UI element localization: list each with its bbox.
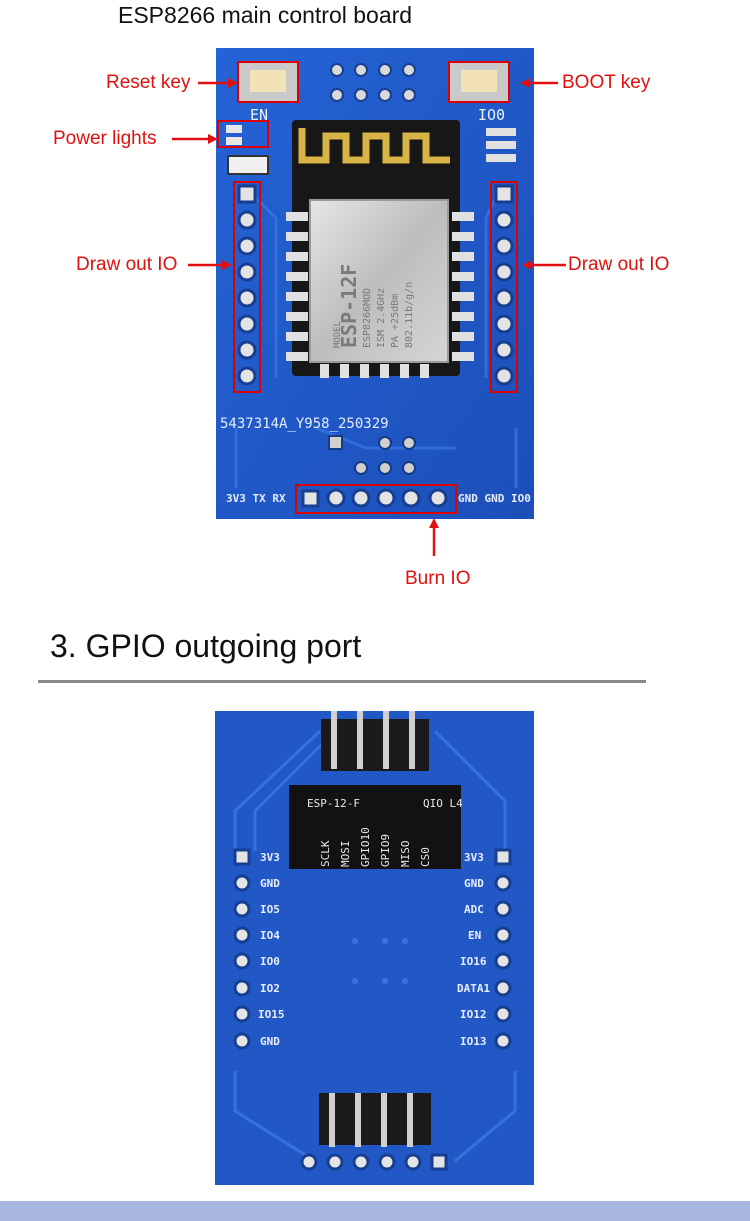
board-serial: 5437314A_Y958_250329 [220,416,389,432]
module-text-line-1: ESP8266MOD [362,288,373,348]
bottom-color-bar [0,1201,750,1221]
top-title: ESP8266 main control board [118,2,413,28]
chip-pin-miso: MISO [399,841,412,868]
burn-header-right-labels: GND GND IO0 [458,492,531,505]
callout-burn-io: Burn IO [405,568,471,589]
chip-pin-cs0: CS0 [419,847,432,867]
right-pin-label-2: GND [464,877,484,890]
module-text-line-4: 802.11b/g/n [404,282,415,348]
right-pin-label-5: IO16 [460,955,487,968]
module-model-word: MODEL [333,321,343,348]
left-pin-label-4: IO4 [260,929,280,942]
burn-header-left-labels: 3V3 TX RX [226,492,286,505]
right-pin-label-7: IO12 [460,1008,487,1021]
gpio-board-image: ESP-12-F QIO L4 SCLK MOSI GPIO10 GPIO9 M… [215,711,534,1185]
right-pin-label-8: IO13 [460,1035,487,1048]
left-pin-label-8: GND [260,1035,280,1048]
left-pin-label-2: GND [260,877,280,890]
callout-arrows [172,78,566,556]
callout-draw-out-io-right: Draw out IO [568,254,670,275]
right-pin-label-6: DATA1 [457,982,491,995]
module-text-line-3: PA +25dBm [390,294,401,348]
svg-text:EN: EN [250,106,268,124]
callout-boot-key: BOOT key [562,72,651,93]
chip-pin-gpio9: GPIO9 [379,834,392,867]
right-pin-label-3: ADC [464,903,484,916]
section-divider [38,680,646,683]
chip-title-right: QIO L4 [423,797,463,810]
callout-reset-key: Reset key [106,72,191,93]
callout-power-lights: Power lights [53,128,157,149]
left-pin-label-3: IO5 [260,903,280,916]
chip-pin-gpio10: GPIO10 [359,827,372,867]
chip-pin-mosi: MOSI [339,841,352,868]
chip-pin-sclk: SCLK [319,840,332,867]
callout-draw-out-io-left: Draw out IO [76,254,178,275]
chip-title-left: ESP-12-F [307,797,360,810]
module-text-line-2: ISM 2.4GHz [376,288,387,348]
left-pin-label-5: IO0 [260,955,280,968]
right-pin-label-1: 3V3 [464,851,484,864]
left-pin-label-7: IO15 [258,1008,285,1021]
left-pin-label-6: IO2 [260,982,280,995]
svg-text:IO0: IO0 [478,106,505,124]
left-pin-label-1: 3V3 [260,851,280,864]
module-model: ESP-12F [337,264,361,348]
main-control-board-image: EN IO0 ESP-12F ESP8266MOD ISM 2.4GHz PA … [216,48,534,519]
right-pin-label-4: EN [468,929,482,942]
section-title: 3. GPIO outgoing port [50,628,362,664]
